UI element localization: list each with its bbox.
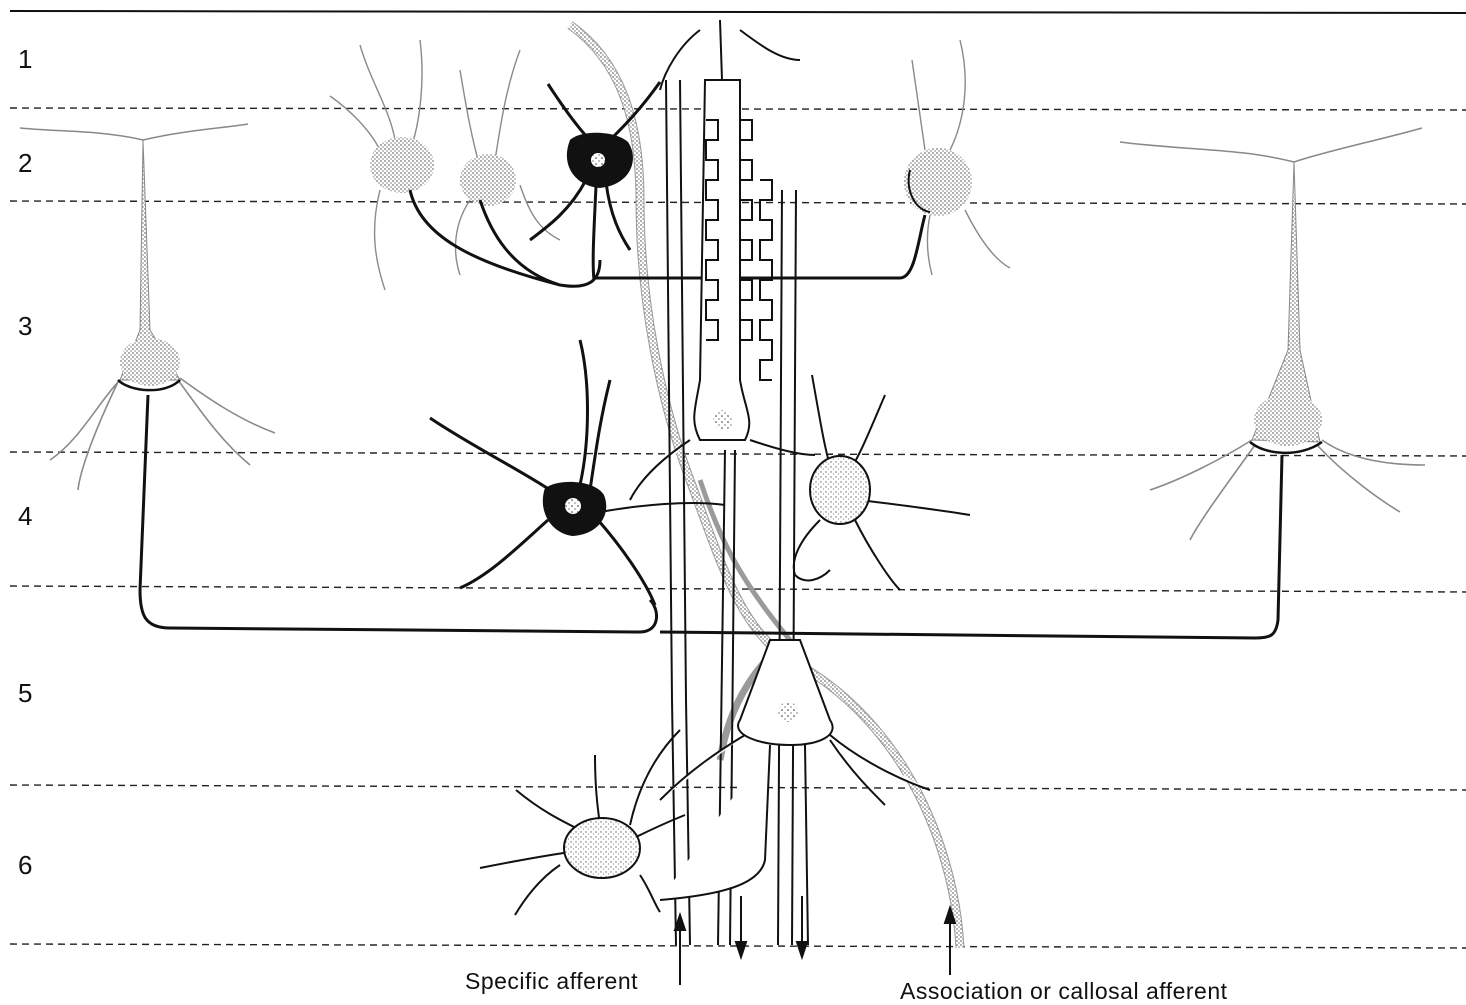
afferent-arrows — [675, 896, 955, 985]
central-pyramidal-neuron-lower — [660, 640, 930, 945]
efferent-arrowhead-1 — [736, 942, 746, 957]
association-afferent-label: Association or callosal afferent — [900, 978, 1228, 1005]
specific-afferent-label: Specific afferent — [465, 968, 638, 995]
central-pyramidal-neuron-upper — [630, 20, 815, 500]
layer2-stellate-neurons-left — [330, 40, 600, 290]
efferent-arrowhead-2 — [797, 942, 807, 957]
spiny-stellate-neuron-layer4 — [600, 375, 970, 590]
spiny-stellate-neuron-layer6 — [480, 730, 685, 915]
pial-surface-line — [10, 11, 1466, 13]
boundary-5-6 — [10, 785, 1466, 790]
right-pyramidal-neuron — [660, 128, 1425, 638]
black-stellate-neuron-layer4 — [430, 340, 655, 605]
left-pyramidal-neuron — [20, 124, 657, 632]
